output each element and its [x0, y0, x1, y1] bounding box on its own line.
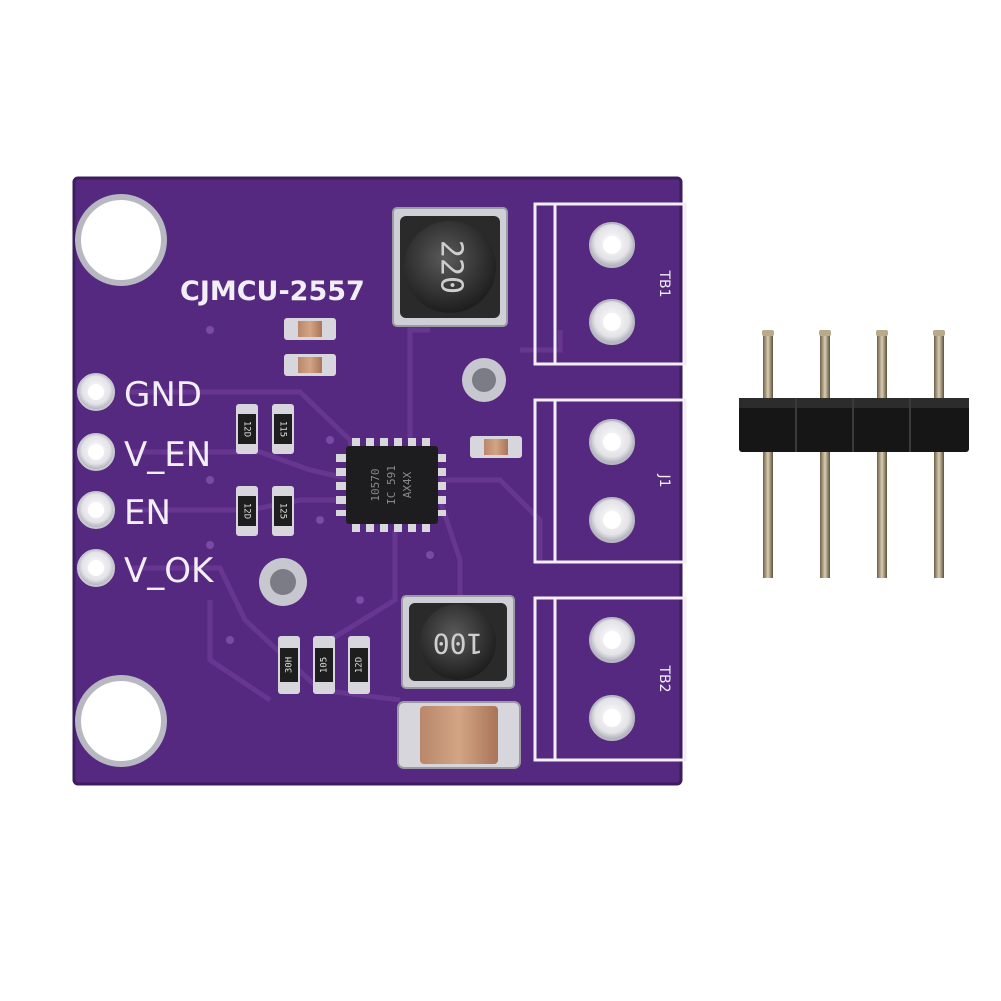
- inductor-bottom-marking: 100: [433, 627, 484, 660]
- inductor-top-marking: 220: [434, 240, 469, 294]
- resistor-r7: 12D: [348, 636, 370, 694]
- resistor-r5: 30H: [278, 636, 300, 694]
- resistor-r4-marking: 125: [278, 503, 288, 519]
- terminal-tb1: TB1: [533, 202, 687, 366]
- terminal-tb2: TB2: [533, 596, 687, 762]
- resistor-r4: 125: [272, 486, 294, 536]
- resistor-r1: 12D: [236, 404, 258, 454]
- pcb-board: CJMCU-2557 GND V_EN EN V_OK 220: [72, 176, 687, 786]
- chip-marking-line-3: AX4X: [401, 471, 414, 498]
- inductor-top: 220: [392, 207, 508, 327]
- resistor-r6: 105: [313, 636, 335, 694]
- inductor-bottom: 100: [401, 595, 515, 689]
- pin-label-gnd: GND: [124, 375, 202, 415]
- capacitor-bottom: [397, 701, 521, 769]
- resistor-r3: 12D: [236, 486, 258, 536]
- terminal-tb1-label: TB1: [656, 269, 672, 297]
- via-small-dots: [206, 326, 434, 644]
- smd-capacitor-3: [470, 436, 522, 458]
- pin-v-en: V_EN: [77, 433, 211, 475]
- via-large-2: [259, 558, 307, 606]
- terminal-tb2-label: TB2: [656, 664, 672, 692]
- pin-en: EN: [77, 491, 171, 533]
- via-large-1: [462, 358, 506, 402]
- pin-label-v-en: V_EN: [124, 435, 211, 475]
- resistor-r2: 115: [272, 404, 294, 454]
- header-pin-4: [933, 330, 945, 578]
- pin-label-en: EN: [124, 493, 171, 533]
- pin-gnd: GND: [77, 373, 202, 415]
- header-pin-3: [876, 330, 888, 578]
- resistor-r1-marking: 12D: [242, 421, 252, 437]
- board-name-label: CJMCU-2557: [180, 276, 365, 307]
- header-pin-1: [762, 330, 774, 578]
- smd-capacitor-2: [284, 354, 336, 376]
- pin-header: [739, 330, 969, 578]
- resistor-r3-marking: 12D: [242, 503, 252, 519]
- main-ic-chip: 10570 IC 591 AX4X: [336, 438, 446, 532]
- pin-v-ok: V_OK: [77, 549, 215, 591]
- chip-marking-line-2: IC 591: [385, 465, 398, 505]
- mounting-hole-top: [75, 194, 167, 286]
- resistor-r2-marking: 115: [278, 421, 288, 437]
- chip-marking-line-1: 10570: [369, 468, 382, 501]
- resistor-r6-marking: 105: [320, 657, 330, 673]
- pin-label-v-ok: V_OK: [124, 551, 215, 591]
- terminal-j1-label: J1: [656, 473, 672, 487]
- header-pin-2: [819, 330, 831, 578]
- resistor-r7-marking: 12D: [355, 657, 365, 673]
- header-plastic-body: [739, 398, 969, 452]
- smd-capacitor-1: [284, 318, 336, 340]
- mounting-hole-bottom: [75, 675, 167, 767]
- resistor-r5-marking: 30H: [285, 657, 295, 673]
- terminal-j1: J1: [533, 398, 687, 564]
